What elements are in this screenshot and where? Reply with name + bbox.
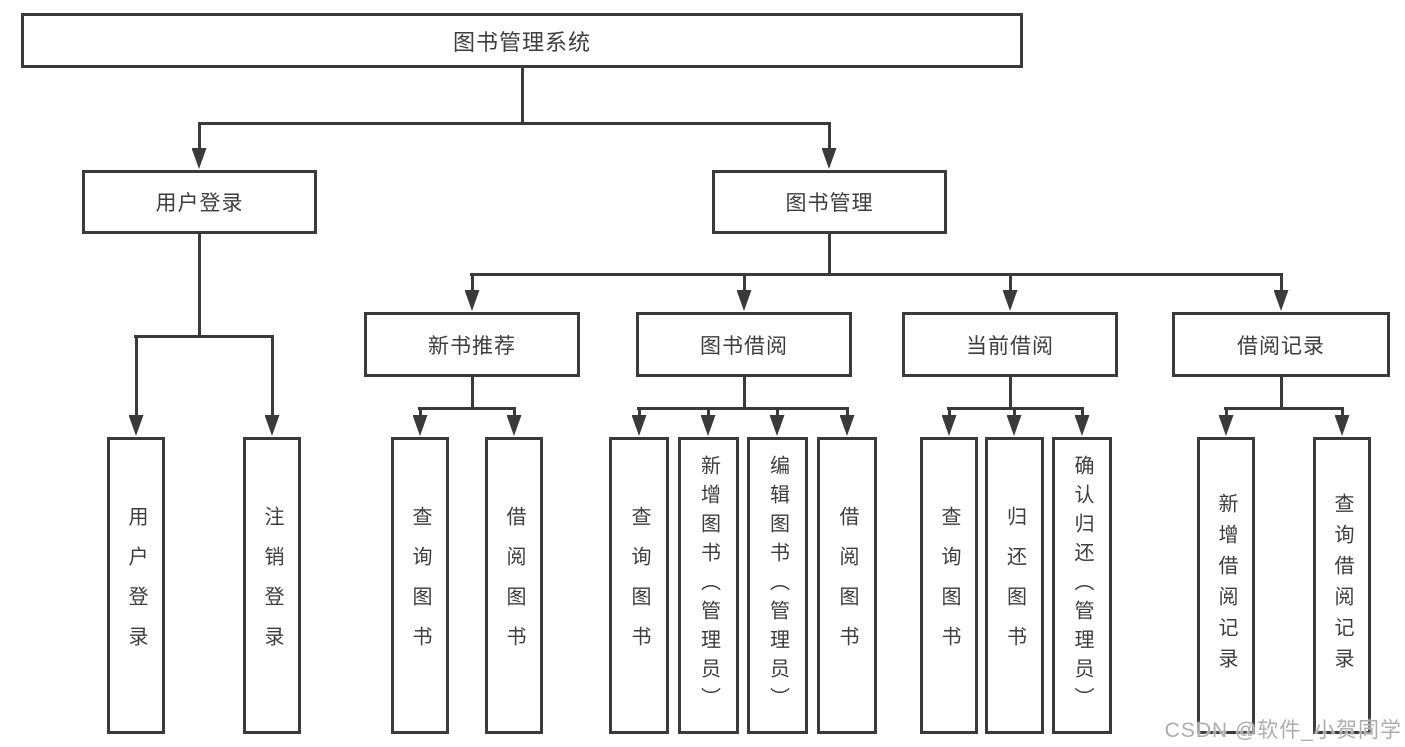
arrow-head [506, 415, 522, 436]
arrow-head [1273, 290, 1289, 311]
arrow-head [839, 415, 855, 436]
connector-line [637, 407, 849, 410]
arrow-head [412, 415, 428, 436]
connector-line [134, 335, 138, 417]
connector-line [827, 122, 831, 150]
connector-line [512, 407, 516, 417]
connector-line [1008, 376, 1012, 410]
arrow-head [128, 415, 144, 436]
node-current-borrow: 当前借阅 [902, 312, 1118, 377]
node-label: 用户登录 [125, 505, 147, 666]
arrow-head [736, 290, 752, 311]
connector-line [827, 233, 831, 276]
connector-line [134, 335, 273, 338]
arrow-head [769, 415, 785, 436]
node-leaf-user-login: 用户登录 [107, 437, 165, 734]
node-label: 借阅图书 [836, 505, 858, 666]
arrow-head [1002, 290, 1018, 311]
connector-line [742, 376, 746, 410]
node-leaf-borrow-add: 新增图书（管理员） [678, 437, 739, 734]
arrow-head [464, 290, 480, 311]
connector-line [1080, 407, 1084, 417]
node-leaf-records-query: 查询借阅记录 [1313, 437, 1371, 734]
node-book-borrow: 图书借阅 [636, 312, 852, 377]
connector-line [270, 335, 274, 417]
node-label: 确认归还（管理员） [1071, 455, 1093, 716]
connector-line [1279, 273, 1283, 292]
connector-line [1340, 407, 1344, 417]
node-borrow-records: 借阅记录 [1172, 312, 1390, 377]
node-label: 查询借阅记录 [1331, 492, 1353, 679]
connector-line [1224, 407, 1344, 410]
connector-line [520, 68, 524, 125]
connector-line [470, 273, 1282, 276]
arrow-head [1334, 415, 1350, 436]
arrow-head [1006, 415, 1022, 436]
arrow-head [631, 415, 647, 436]
node-label: 借阅图书 [503, 505, 525, 666]
connector-line [197, 233, 201, 338]
arrow-head [1074, 415, 1090, 436]
connector-line [470, 376, 474, 410]
connector-line [637, 407, 641, 417]
connector-line [418, 407, 516, 410]
node-leaf-newbook-borrow: 借阅图书 [485, 437, 543, 734]
node-leaf-logout: 注销登录 [243, 437, 301, 734]
arrow-head [821, 148, 837, 169]
arrow-head [191, 148, 207, 169]
node-user-login: 用户登录 [82, 170, 317, 234]
node-leaf-borrow-query: 查询图书 [609, 437, 669, 734]
node-leaf-borrow-borrow: 借阅图书 [817, 437, 877, 734]
connector-line [198, 122, 831, 125]
arrow-head [941, 415, 957, 436]
node-root: 图书管理系统 [21, 13, 1023, 68]
connector-line [1012, 407, 1016, 417]
node-new-book-recommend: 新书推荐 [364, 312, 580, 377]
node-leaf-records-add: 新增借阅记录 [1197, 437, 1255, 734]
node-label: 注销登录 [261, 505, 283, 666]
connector-line [947, 407, 1084, 410]
node-label: 新增借阅记录 [1215, 492, 1237, 679]
node-book-management: 图书管理 [712, 170, 947, 234]
node-label: 查询图书 [938, 505, 960, 666]
node-label: 编辑图书（管理员） [766, 455, 789, 716]
node-label: 查询图书 [409, 505, 431, 666]
connector-line [775, 407, 779, 417]
node-label: 归还图书 [1003, 505, 1026, 666]
arrow-head [1218, 415, 1234, 436]
node-leaf-newbook-query: 查询图书 [391, 437, 449, 734]
arrow-head [700, 415, 716, 436]
connector-line [1008, 273, 1012, 292]
node-leaf-borrow-edit: 编辑图书（管理员） [747, 437, 808, 734]
watermark: CSDN @软件_小贺同学 [1164, 719, 1402, 742]
connector-line [1224, 407, 1228, 417]
connector-line [1279, 376, 1283, 410]
node-label: 新增图书（管理员） [697, 455, 720, 716]
connector-line [706, 407, 710, 417]
node-leaf-current-query: 查询图书 [920, 437, 978, 734]
connector-line [742, 273, 746, 292]
node-leaf-current-confirm: 确认归还（管理员） [1052, 437, 1112, 734]
connector-line [845, 407, 849, 417]
connector-line [197, 122, 201, 150]
node-label: 查询图书 [628, 505, 650, 666]
connector-line [418, 407, 422, 417]
arrow-head [264, 415, 280, 436]
node-leaf-current-return: 归还图书 [985, 437, 1044, 734]
connector-line [947, 407, 951, 417]
connector-line [470, 273, 474, 292]
